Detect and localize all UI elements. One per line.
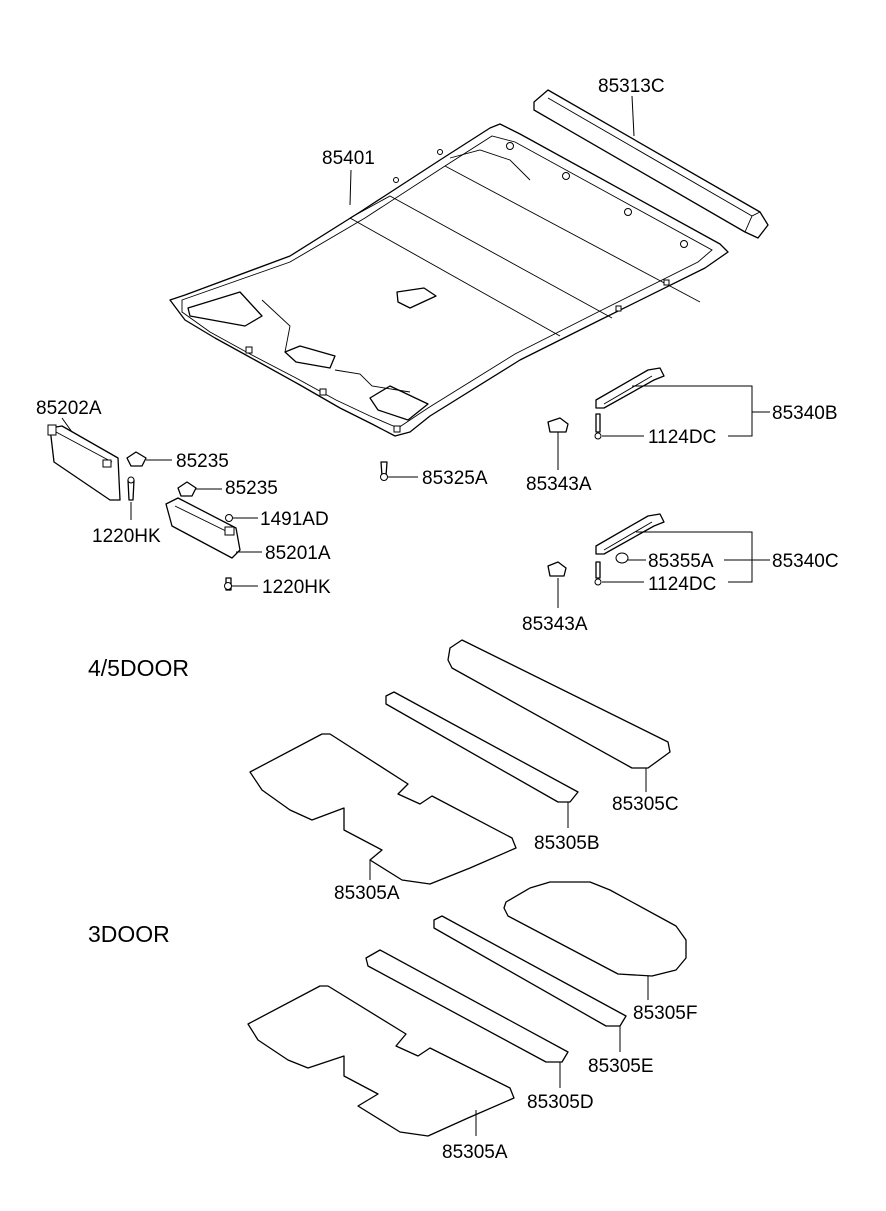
label-85305f: 85305F <box>633 1003 697 1024</box>
label-85305e: 85305E <box>588 1056 654 1077</box>
label-85343a-lower: 85343A <box>522 614 588 635</box>
pad-85305e <box>433 915 627 1027</box>
screw-1124dc-upper <box>594 413 602 440</box>
label-85305d: 85305D <box>527 1092 594 1113</box>
cap-85343a-upper <box>547 417 569 433</box>
assist-grip-85340c <box>595 513 665 555</box>
label-85343a-upper: 85343A <box>526 474 592 495</box>
pad-85305a-3-door <box>247 985 515 1137</box>
pad-85305c <box>447 639 671 769</box>
label-1220hk-upper: 1220HK <box>92 526 161 547</box>
label-85305b: 85305B <box>534 833 600 854</box>
headliner-85401 <box>169 123 729 437</box>
bracket-85235-lower <box>177 481 197 497</box>
label-85340c: 85340C <box>772 551 839 572</box>
pad-85305b <box>385 691 579 803</box>
clip-1491ad <box>225 514 233 522</box>
label-85401: 85401 <box>322 148 375 169</box>
sunvisor-85202a <box>47 424 121 501</box>
label-85305a-3-door: 85305A <box>442 1142 508 1163</box>
bracket-leader-85340c <box>636 531 770 583</box>
label-85355a: 85355A <box>648 551 714 572</box>
label-85325a: 85325A <box>422 468 488 489</box>
leader-85313c <box>631 95 635 137</box>
assist-grip-85340b <box>595 367 665 409</box>
pad-85305a-4-5-door <box>249 733 517 885</box>
roof-trim-85313c <box>533 89 769 239</box>
hook-85355a <box>615 552 629 564</box>
label-1491ad: 1491AD <box>260 509 329 530</box>
label-1124dc-upper: 1124DC <box>648 427 716 448</box>
label-1220hk-lower: 1220HK <box>262 577 331 598</box>
leader-85202a <box>61 417 73 433</box>
label-85340b: 85340B <box>772 403 838 424</box>
label-85305a-4-5-door: 85305A <box>334 883 400 904</box>
section-title-4-5-door: 4/5DOOR <box>88 655 189 681</box>
label-85313c: 85313C <box>598 76 665 97</box>
screw-1220hk-lower <box>224 577 232 591</box>
label-85235-lower: 85235 <box>225 478 278 499</box>
bracket-leader-85340b <box>632 385 770 437</box>
label-85235-upper: 85235 <box>176 451 229 472</box>
label-85201a: 85201A <box>265 543 331 564</box>
label-85305c: 85305C <box>612 794 679 815</box>
clip-85325a <box>380 461 388 481</box>
pad-85305d <box>365 949 569 1063</box>
screw-1124dc-lower <box>594 561 602 586</box>
pad-85305f <box>503 881 687 977</box>
screw-1220hk-upper <box>127 476 135 501</box>
section-title-3-door: 3DOOR <box>88 921 170 947</box>
label-85202a: 85202A <box>36 398 102 419</box>
cap-85343a-lower <box>547 561 567 577</box>
sunvisor-85201a <box>165 497 241 559</box>
leader-85401 <box>349 169 352 206</box>
bracket-85235-upper <box>126 451 147 467</box>
label-1124dc-lower: 1124DC <box>648 574 716 595</box>
